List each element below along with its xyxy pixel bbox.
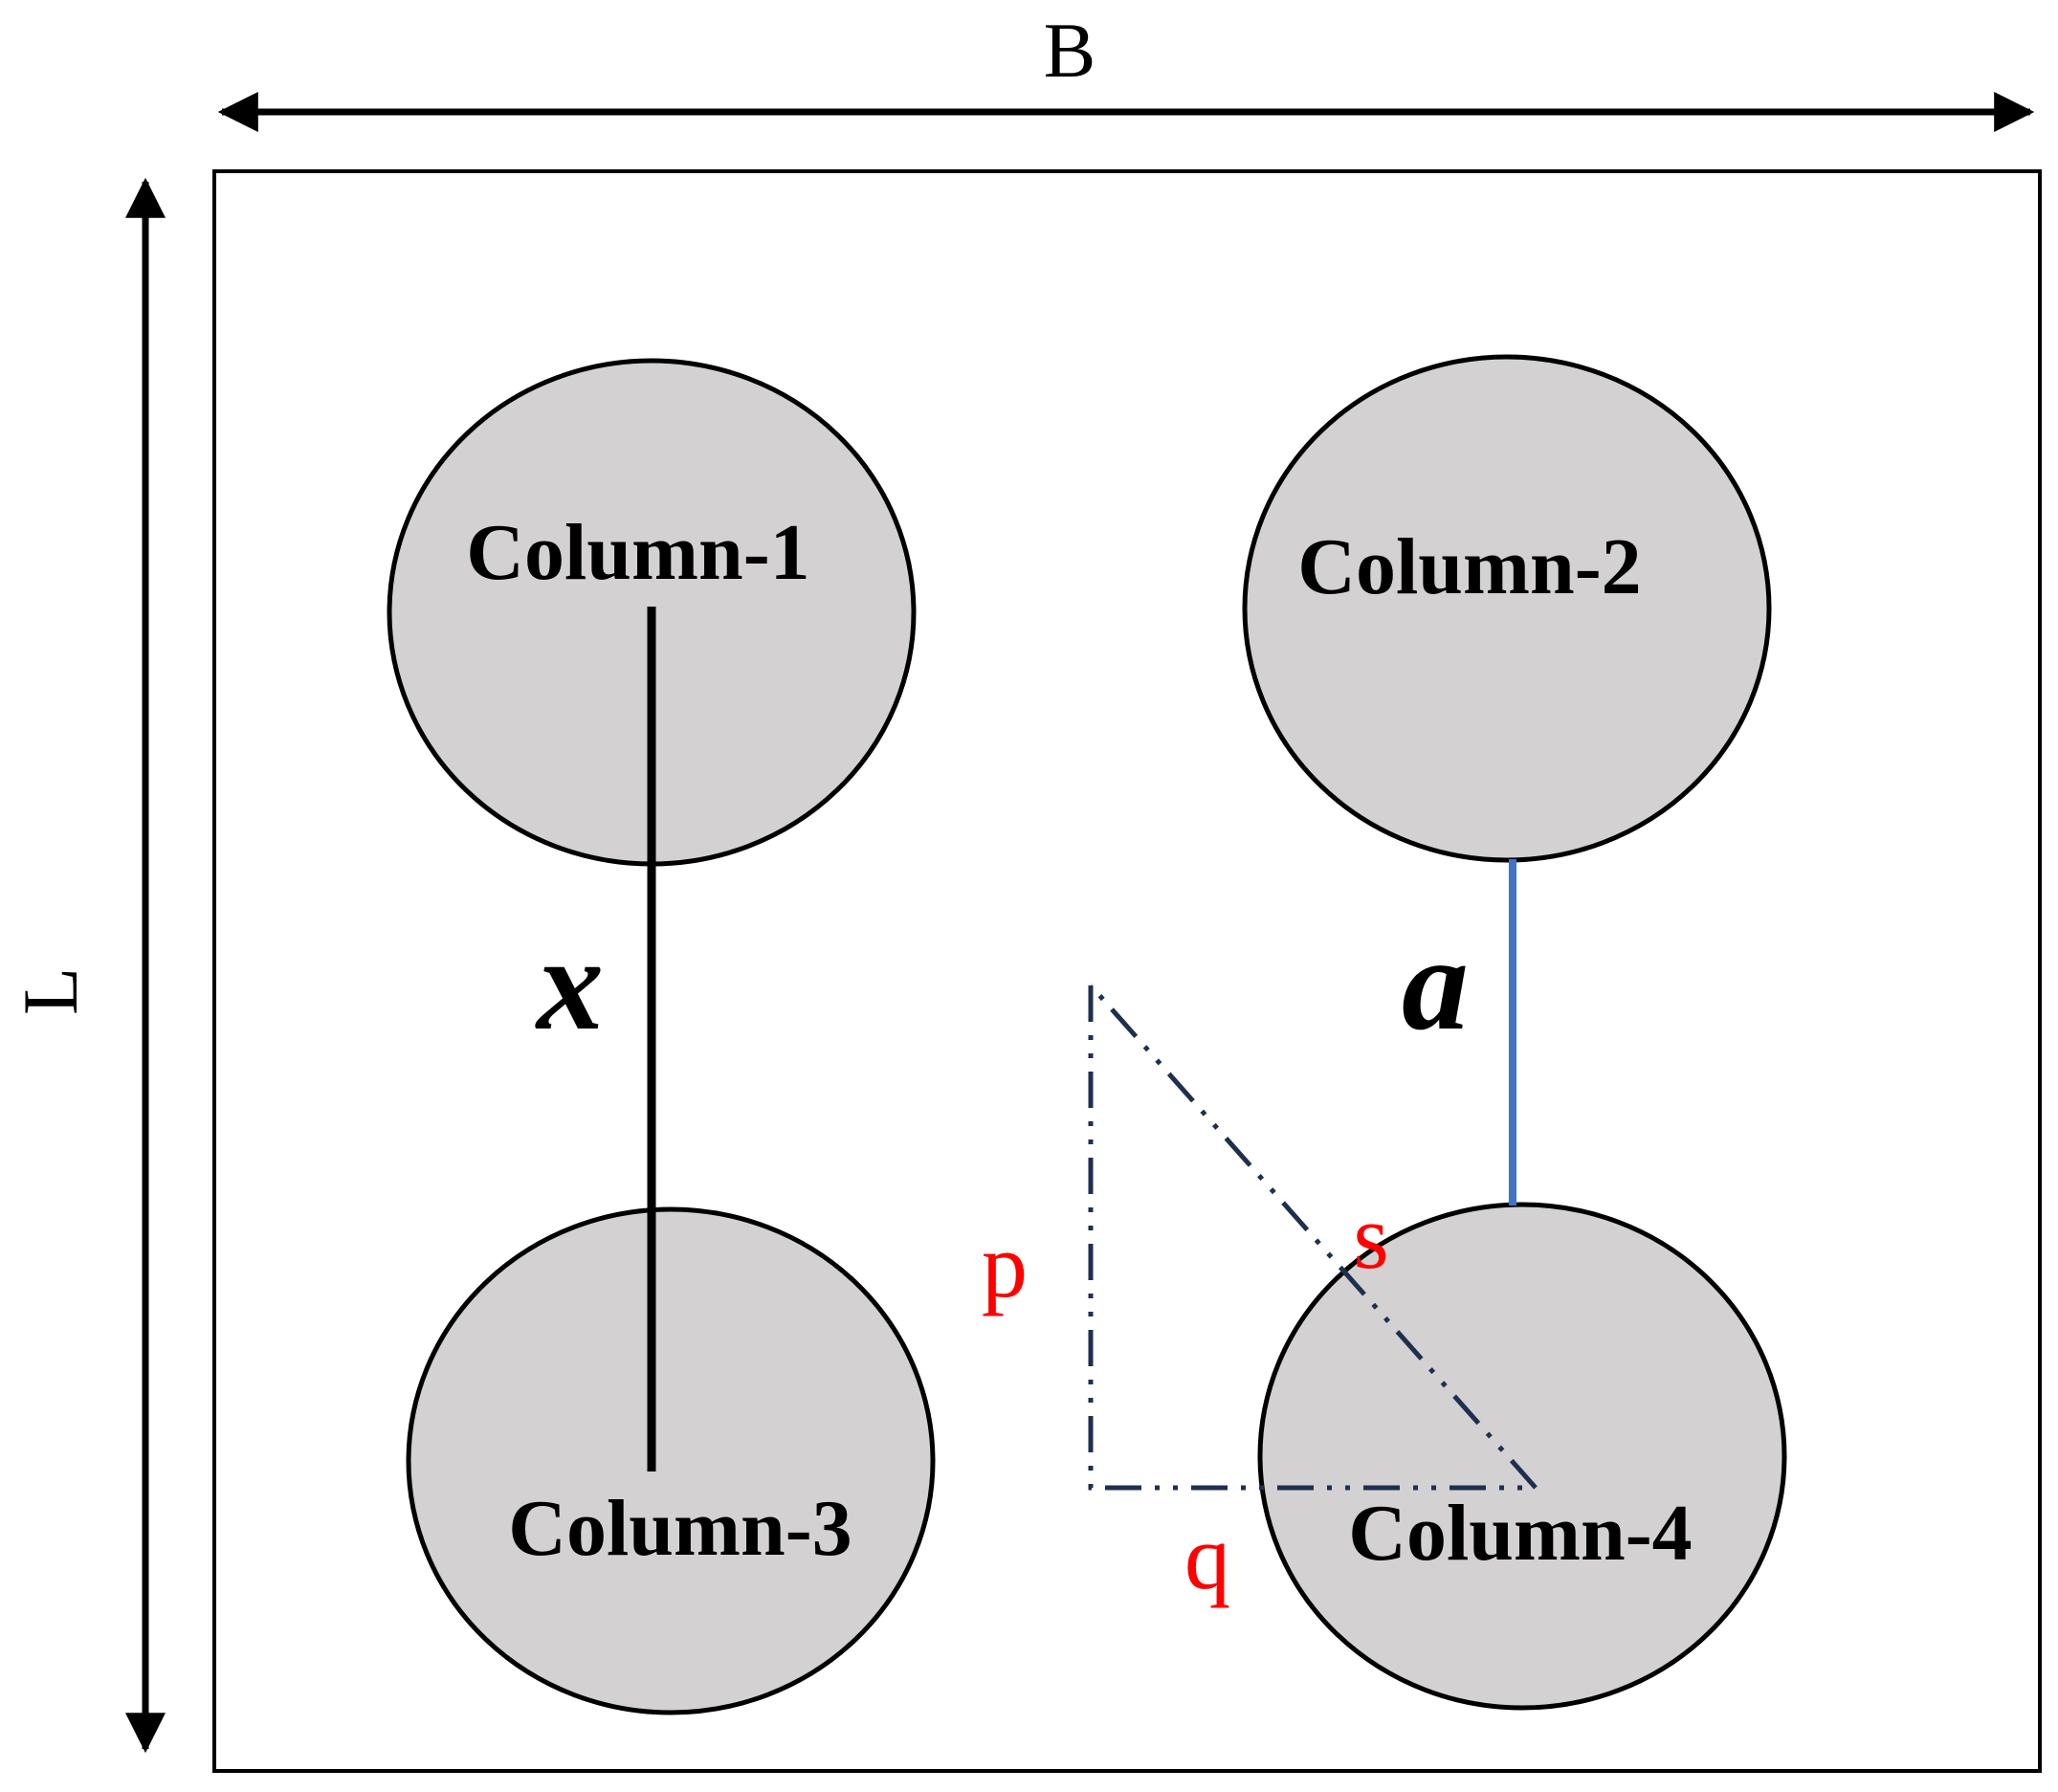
width-dimension-label: B	[1044, 7, 1096, 94]
column-3-label: Column-3	[508, 1484, 852, 1573]
footing-boundary	[212, 169, 2042, 1773]
column-3-circle	[406, 1206, 936, 1715]
diagonal-triangle	[1088, 984, 1541, 1491]
triangle-label-q: q	[1184, 1506, 1230, 1608]
length-dimension-label: L	[7, 967, 94, 1015]
column-4-circle	[1257, 1202, 1787, 1711]
triangle-label-p: p	[982, 1214, 1028, 1316]
triangle-label-s: s	[1353, 1185, 1388, 1288]
spacing-label-a: a	[1402, 910, 1469, 1058]
column-1-label: Column-1	[466, 508, 809, 597]
column-2-circle	[1242, 354, 1772, 863]
column-4-label: Column-4	[1348, 1489, 1692, 1578]
spacing-label-x: x	[535, 910, 604, 1058]
column-2-label: Column-2	[1297, 522, 1641, 611]
